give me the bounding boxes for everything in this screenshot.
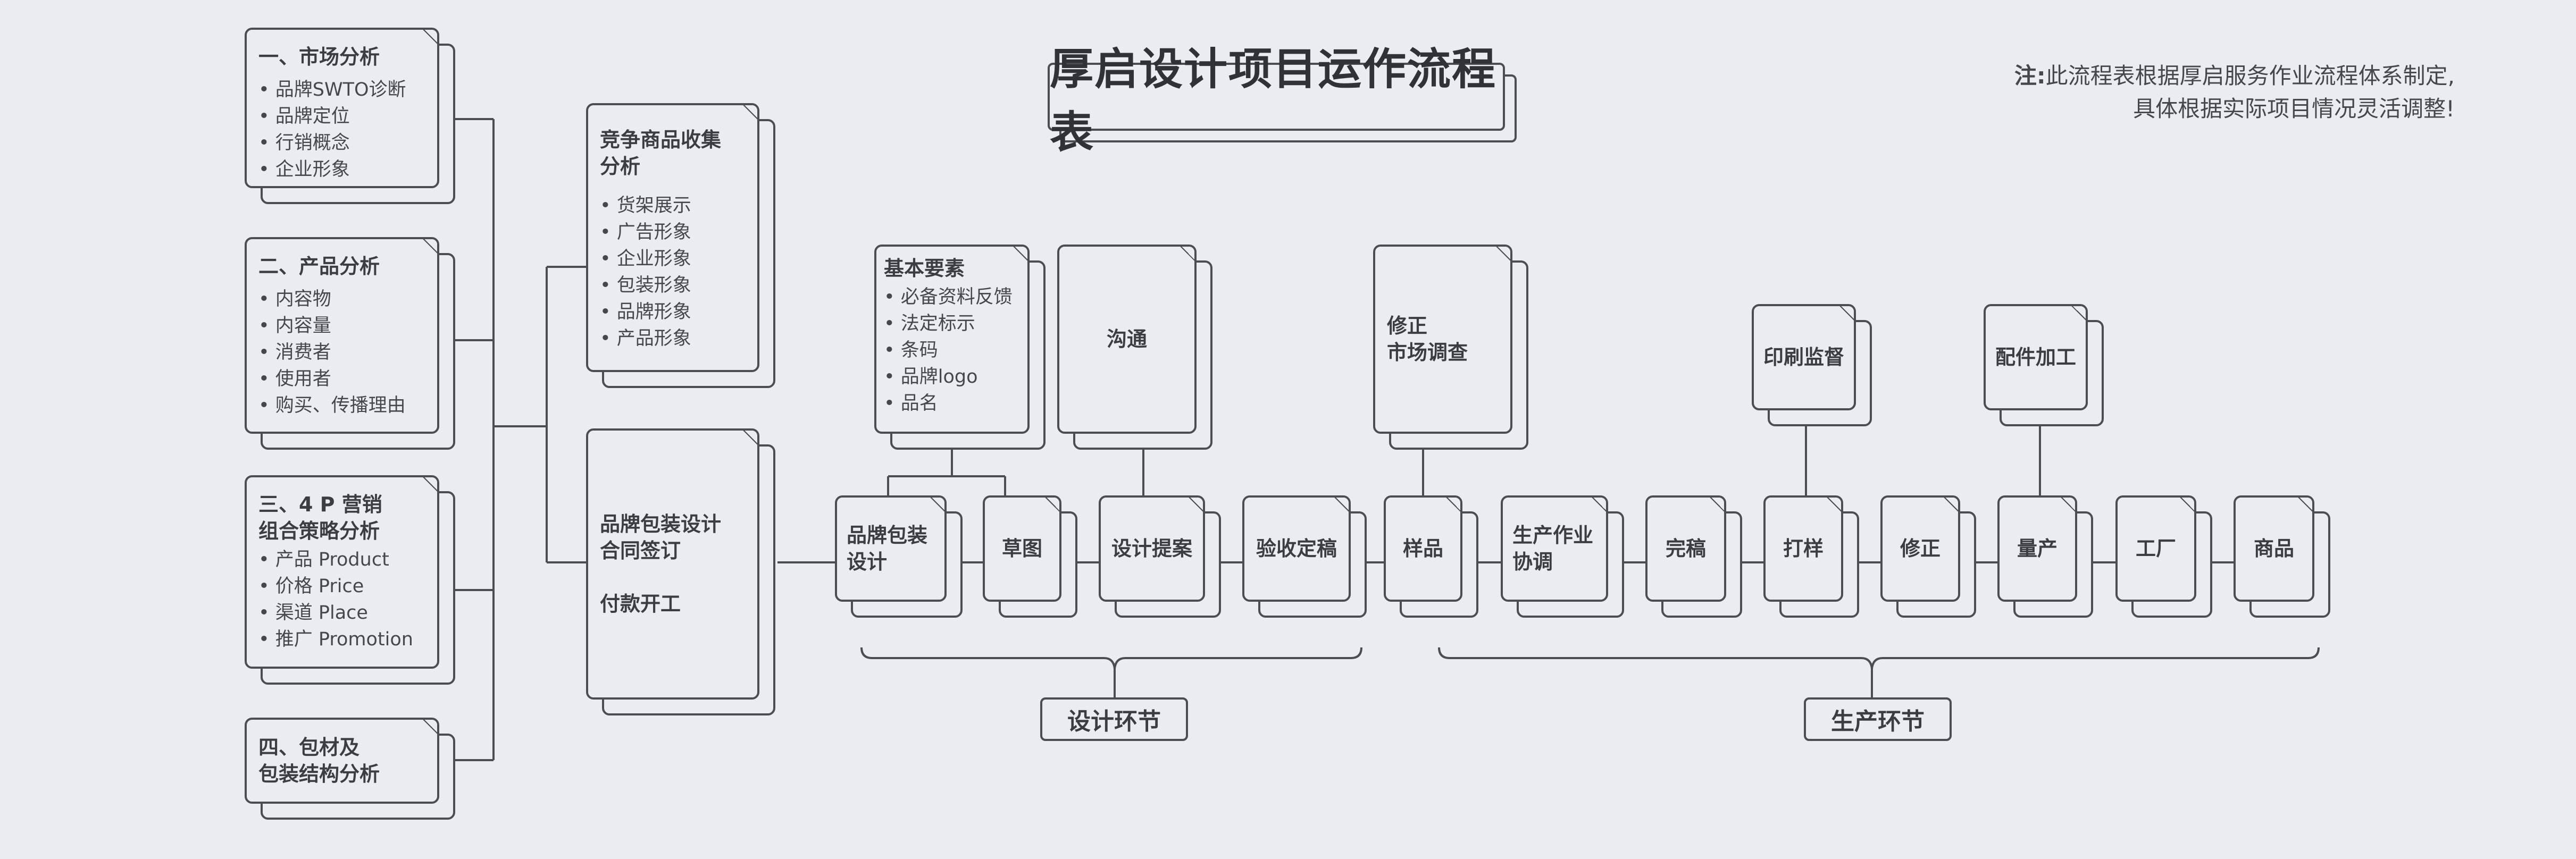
list-item: 产品形象 bbox=[600, 325, 746, 352]
basic-elements-title: 基本要素 bbox=[884, 257, 965, 280]
list-item: 广告形象 bbox=[600, 219, 746, 246]
correction-label: 修正 bbox=[1900, 537, 1941, 560]
list-item: 品牌定位 bbox=[258, 103, 425, 130]
contract-line1: 品牌包装设计 bbox=[600, 512, 722, 536]
coordination-box: 生产作业 协调 bbox=[1501, 495, 1624, 618]
communicate-box: 沟通 bbox=[1057, 245, 1212, 450]
sample-box: 样品 bbox=[1384, 495, 1478, 618]
market-research-label: 市场调查 bbox=[1387, 341, 1468, 364]
packaging-analysis-title-line2: 包装结构分析 bbox=[258, 762, 380, 786]
packaging-analysis-box: 四、包材及 包装结构分析 bbox=[245, 718, 455, 820]
note-line1: 此流程表根据厚启服务作业流程体系制定, bbox=[2045, 63, 2455, 89]
list-item: 消费者 bbox=[258, 339, 425, 366]
draft-box: 草图 bbox=[983, 495, 1077, 618]
contract-line3: 付款开工 bbox=[600, 592, 681, 616]
mass-production-box: 量产 bbox=[1997, 495, 2093, 618]
packaging-design-line1: 品牌包装 bbox=[847, 524, 928, 547]
acceptance-label: 验收定稿 bbox=[1256, 537, 1337, 560]
list-item: 法定标示 bbox=[884, 310, 1020, 337]
competitor-title-line1: 竞争商品收集 bbox=[600, 128, 722, 151]
product-analysis-box: 二、产品分析 内容物 内容量 消费者 使用者 购买、传播理由 bbox=[245, 237, 455, 450]
list-item: 品名 bbox=[884, 390, 1020, 417]
coordination-line1: 生产作业 bbox=[1512, 524, 1594, 547]
4p-analysis-title-line2: 组合策略分析 bbox=[258, 519, 380, 543]
revise-label: 修正 bbox=[1387, 314, 1428, 338]
product-label: 商品 bbox=[2253, 537, 2294, 560]
list-item: 渠道 Place bbox=[258, 600, 425, 626]
design-proposal-label: 设计提案 bbox=[1111, 537, 1192, 560]
list-item: 产品 Product bbox=[258, 546, 425, 573]
factory-box: 工厂 bbox=[2115, 495, 2212, 618]
list-item: 价格 Price bbox=[258, 573, 425, 600]
factory-label: 工厂 bbox=[2135, 537, 2176, 560]
list-item: 品牌形象 bbox=[600, 299, 746, 325]
print-supervise-label: 印刷监督 bbox=[1763, 346, 1844, 369]
chart-title-box: 厚启设计项目运作流程表 bbox=[1048, 44, 1517, 158]
list-item: 内容量 bbox=[258, 313, 425, 339]
market-analysis-title: 一、市场分析 bbox=[258, 45, 380, 69]
proof-box: 打样 bbox=[1763, 495, 1859, 618]
4p-analysis-box: 三、4 P 营销 组合策略分析 产品 Product 价格 Price 渠道 P… bbox=[245, 475, 455, 685]
basic-elements-box: 基本要素 必备资料反馈 法定标示 条码 品牌logo 品名 bbox=[874, 245, 1046, 450]
design-stage-label: 设计环节 bbox=[1040, 697, 1188, 741]
product-analysis-title: 二、产品分析 bbox=[258, 255, 380, 278]
packaging-design-line2: 设计 bbox=[847, 550, 888, 574]
correction-box: 修正 bbox=[1880, 495, 1976, 618]
contract-box: 品牌包装设计 合同签订 付款开工 bbox=[586, 428, 775, 715]
list-item: 购买、传播理由 bbox=[258, 392, 425, 419]
list-item: 推广 Promotion bbox=[258, 626, 425, 653]
mass-production-label: 量产 bbox=[2017, 537, 2058, 560]
list-item: 包装形象 bbox=[600, 272, 746, 299]
product-box: 商品 bbox=[2234, 495, 2330, 618]
chart-title: 厚启设计项目运作流程表 bbox=[1048, 44, 1505, 158]
competitor-title-line2: 分析 bbox=[600, 155, 641, 178]
list-item: 条码 bbox=[884, 337, 1020, 364]
contract-line2: 合同签订 bbox=[600, 539, 681, 562]
note-prefix: 注: bbox=[2014, 63, 2046, 89]
production-stage-label: 生产环节 bbox=[1804, 697, 1952, 741]
communicate-label: 沟通 bbox=[1106, 327, 1147, 351]
revise-research-box: 修正 市场调查 bbox=[1373, 245, 1528, 450]
4p-analysis-title-line1: 三、4 P 营销 bbox=[258, 493, 382, 516]
list-item: 货架展示 bbox=[600, 192, 746, 219]
acceptance-box: 验收定稿 bbox=[1242, 495, 1367, 618]
final-draft-label: 完稿 bbox=[1665, 537, 1706, 560]
print-supervise-box: 印刷监督 bbox=[1752, 304, 1872, 426]
packaging-design-box: 品牌包装 设计 bbox=[835, 495, 963, 618]
draft-label: 草图 bbox=[1001, 537, 1042, 560]
list-item: 使用者 bbox=[258, 366, 425, 392]
sample-label: 样品 bbox=[1402, 537, 1443, 560]
coordination-line2: 协调 bbox=[1512, 550, 1553, 574]
parts-processing-label: 配件加工 bbox=[1995, 346, 2076, 369]
final-draft-box: 完稿 bbox=[1645, 495, 1742, 618]
list-item: 行销概念 bbox=[258, 130, 425, 156]
proof-label: 打样 bbox=[1783, 537, 1824, 560]
note-line2: 具体根据实际项目情况灵活调整! bbox=[2133, 96, 2455, 122]
design-proposal-box: 设计提案 bbox=[1099, 495, 1221, 618]
parts-processing-box: 配件加工 bbox=[1984, 304, 2104, 426]
list-item: 内容物 bbox=[258, 286, 425, 313]
market-analysis-box: 一、市场分析 品牌SWTO诊断 品牌定位 行销概念 企业形象 bbox=[245, 28, 455, 204]
list-item: 企业形象 bbox=[600, 246, 746, 272]
note: 注:此流程表根据厚启服务作业流程体系制定, 具体根据实际项目情况灵活调整! bbox=[2014, 60, 2455, 125]
list-item: 品牌SWTO诊断 bbox=[258, 77, 425, 103]
competitor-analysis-box: 竞争商品收集 分析 货架展示 广告形象 企业形象 包装形象 品牌形象 产品形象 bbox=[586, 103, 775, 388]
list-item: 必备资料反馈 bbox=[884, 284, 1020, 310]
list-item: 企业形象 bbox=[258, 156, 425, 183]
packaging-analysis-title-line1: 四、包材及 bbox=[258, 736, 360, 759]
list-item: 品牌logo bbox=[884, 364, 1020, 390]
